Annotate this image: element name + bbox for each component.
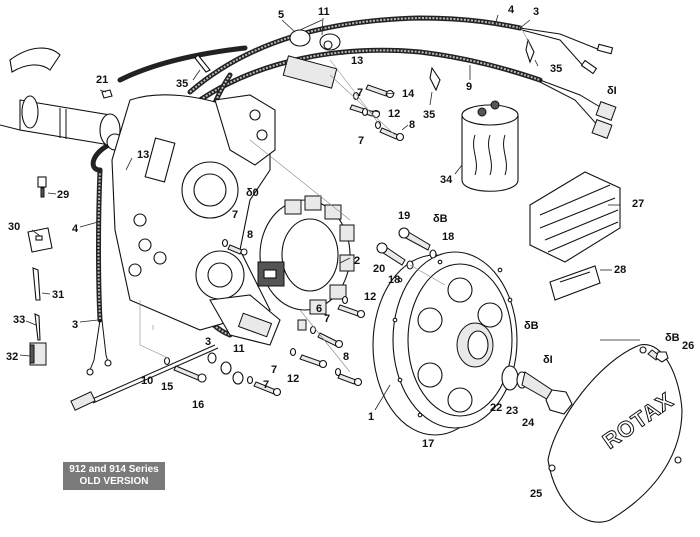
callout-leaders [19, 14, 640, 411]
callout-3: 3 [205, 336, 211, 348]
callout-7: 7 [358, 135, 364, 147]
callout-11: 11 [318, 6, 330, 18]
callout-32: 32 [6, 351, 18, 363]
generator-housing [111, 94, 276, 331]
callout-3: 3 [533, 6, 539, 18]
callout-11: 11 [233, 343, 245, 355]
version-badge-series: 912 and 914 Series [69, 464, 159, 475]
crankshaft [0, 47, 124, 151]
callout-13: 13 [351, 55, 363, 67]
version-badge-version: OLD VERSION [79, 476, 149, 487]
flywheel-rotor [372, 251, 518, 436]
callout-9: 9 [466, 81, 472, 93]
lube-mark-B: δB [665, 332, 680, 344]
callout-12: 12 [388, 108, 400, 120]
callout-26: 26 [682, 340, 694, 352]
callout-22: 22 [490, 402, 502, 414]
callout-33: 33 [13, 314, 25, 326]
lube-mark-I: δI [543, 354, 553, 366]
stator-bolts [376, 227, 437, 270]
callout-10: 10 [141, 375, 153, 387]
generator-cover: ROTAX [547, 344, 683, 523]
callout-8: 8 [247, 229, 253, 241]
callout-8: 8 [343, 351, 349, 363]
callout-7: 7 [324, 313, 330, 325]
callout-35: 35 [550, 63, 562, 75]
rotor-bolt-assembly [501, 365, 573, 415]
callout-30: 30 [8, 221, 20, 233]
callout-7: 7 [357, 87, 363, 99]
callout-19: 19 [398, 210, 410, 222]
lubricant-marks: δB δB δB δI δI δ0 [246, 85, 680, 366]
version-badge: 912 and 914 Series OLD VERSION [63, 462, 165, 490]
assembly-guide-lines [139, 24, 531, 373]
callout-4: 4 [508, 4, 515, 16]
callout-35: 35 [176, 78, 188, 90]
callout-34: 34 [440, 174, 453, 186]
callout-7: 7 [271, 364, 277, 376]
callout-14: 14 [402, 88, 415, 100]
regulator-rectifier [529, 171, 621, 263]
callout-28: 28 [614, 264, 626, 276]
callout-17: 17 [422, 438, 434, 450]
callout-20: 20 [373, 263, 385, 275]
callout-13: 13 [137, 149, 149, 161]
regulator-connector [549, 265, 601, 301]
callout-18: 18 [388, 274, 400, 286]
callout-labels: 1 2 3 3 3 4 4 5 6 7 7 7 7 7 7 8 8 8 9 10… [6, 4, 694, 500]
small-connector-parts [27, 176, 53, 366]
sensor-cable [70, 344, 219, 411]
callout-21: 21 [96, 74, 108, 86]
lube-mark-I: δI [607, 85, 617, 97]
trigger-coil [209, 294, 281, 346]
callout-16: 16 [192, 399, 204, 411]
callout-29: 29 [57, 189, 69, 201]
callout-15: 15 [161, 381, 173, 393]
callout-25: 25 [530, 488, 542, 500]
fasteners [163, 84, 405, 397]
callout-27: 27 [632, 198, 644, 210]
callout-12: 12 [364, 291, 376, 303]
harness-clamp-assembly [282, 29, 341, 89]
callout-7: 7 [232, 209, 238, 221]
callout-7: 7 [263, 379, 269, 391]
lube-mark-B: δB [433, 213, 448, 225]
capacitor [461, 100, 519, 192]
lube-mark-O: δ0 [246, 187, 259, 199]
callout-5: 5 [278, 9, 284, 21]
callout-23: 23 [506, 405, 518, 417]
cable-clips [101, 38, 535, 99]
callout-35: 35 [423, 109, 435, 121]
callout-24: 24 [522, 417, 535, 429]
callout-31: 31 [52, 289, 64, 301]
callout-4: 4 [72, 223, 79, 235]
lube-mark-B: δB [524, 320, 539, 332]
wiring-harness-top [117, 15, 617, 139]
callout-12: 12 [287, 373, 299, 385]
callout-2: 2 [354, 255, 360, 267]
callout-8: 8 [409, 119, 415, 131]
callout-6: 6 [316, 303, 322, 315]
stator [257, 195, 355, 315]
callout-1: 1 [368, 411, 374, 423]
callout-18: 18 [442, 231, 454, 243]
callout-3: 3 [72, 319, 78, 331]
